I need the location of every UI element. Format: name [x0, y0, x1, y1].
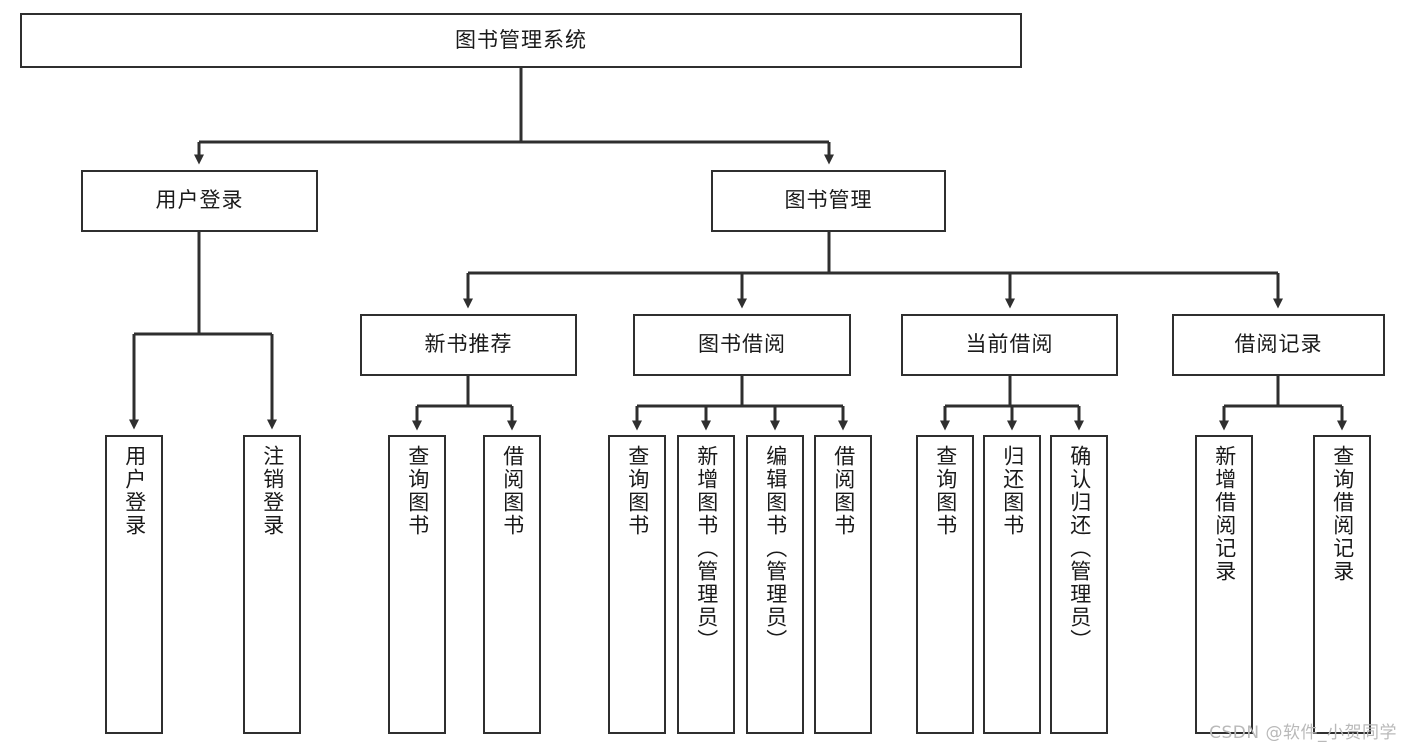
leaf-label: 借阅图书: [500, 445, 525, 537]
leaf-label: 查询图书: [625, 445, 650, 537]
node-new-book-recommend[interactable]: 新书推荐: [360, 314, 577, 376]
leaf-label: 查询图书: [405, 445, 430, 537]
leaf-confirm-return-admin[interactable]: 确认归还（管理员）: [1050, 435, 1108, 734]
leaf-label: 编辑图书（管理员）: [763, 445, 788, 652]
node-book-management-label: 图书管理: [784, 188, 873, 213]
node-user-login-label: 用户登录: [155, 188, 244, 213]
leaf-query-book-borrow[interactable]: 查询图书: [608, 435, 666, 734]
node-borrow-record-label: 借阅记录: [1234, 332, 1323, 357]
leaf-add-borrow-record[interactable]: 新增借阅记录: [1195, 435, 1253, 734]
leaf-user-login[interactable]: 用户登录: [105, 435, 163, 734]
node-root[interactable]: 图书管理系统: [20, 13, 1022, 68]
leaf-query-book-current[interactable]: 查询图书: [916, 435, 974, 734]
node-book-borrow[interactable]: 图书借阅: [633, 314, 851, 376]
leaf-return-book[interactable]: 归还图书: [983, 435, 1041, 734]
leaf-label: 借阅图书: [831, 445, 856, 537]
node-book-borrow-label: 图书借阅: [698, 332, 786, 357]
leaf-borrow-book-recommend[interactable]: 借阅图书: [483, 435, 541, 734]
node-book-management[interactable]: 图书管理: [711, 170, 946, 232]
node-root-label: 图书管理系统: [455, 27, 587, 52]
leaf-borrow-book[interactable]: 借阅图书: [814, 435, 872, 734]
leaf-label: 查询图书: [933, 445, 958, 537]
leaf-logout[interactable]: 注销登录: [243, 435, 301, 734]
leaf-add-book-admin[interactable]: 新增图书（管理员）: [677, 435, 735, 734]
leaf-edit-book-admin[interactable]: 编辑图书（管理员）: [746, 435, 804, 734]
leaf-query-book-recommend[interactable]: 查询图书: [388, 435, 446, 734]
leaf-label: 查询借阅记录: [1330, 445, 1355, 583]
node-current-borrow-label: 当前借阅: [965, 332, 1054, 357]
leaf-label: 新增借阅记录: [1212, 445, 1237, 583]
leaf-label: 确认归还（管理员）: [1067, 445, 1092, 652]
node-current-borrow[interactable]: 当前借阅: [901, 314, 1118, 376]
watermark: CSDN @软件_小贺同学: [1209, 723, 1397, 743]
node-borrow-record[interactable]: 借阅记录: [1172, 314, 1385, 376]
leaf-label: 注销登录: [260, 445, 285, 537]
leaf-query-borrow-record[interactable]: 查询借阅记录: [1313, 435, 1371, 734]
leaf-label: 新增图书（管理员）: [694, 445, 719, 652]
leaf-label: 用户登录: [122, 445, 147, 537]
node-user-login[interactable]: 用户登录: [81, 170, 318, 232]
node-new-book-recommend-label: 新书推荐: [424, 332, 513, 357]
leaf-label: 归还图书: [1000, 445, 1025, 537]
